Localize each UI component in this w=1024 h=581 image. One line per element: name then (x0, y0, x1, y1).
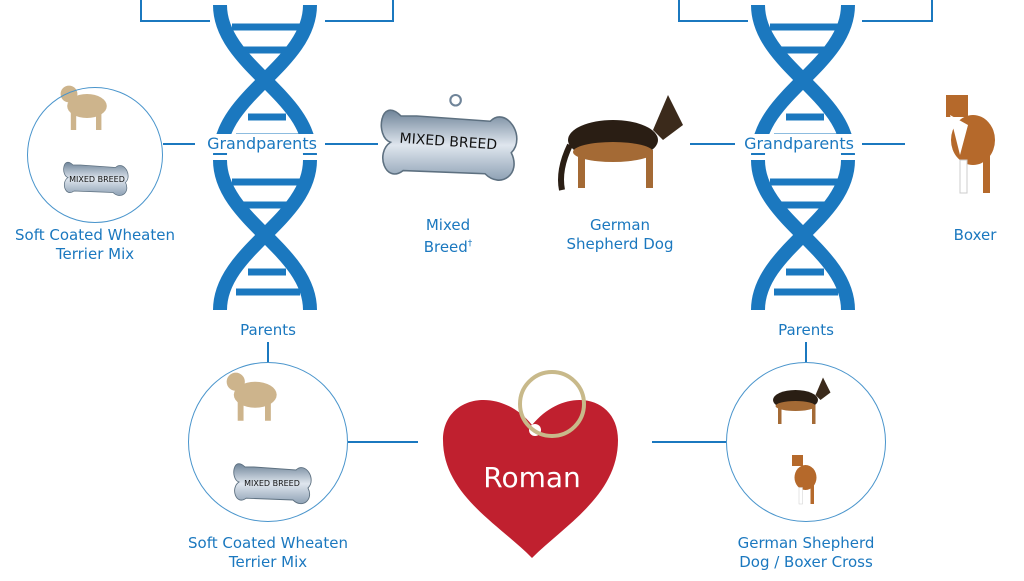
right-parents-label: Parents (778, 321, 834, 339)
dna-helix-right-icon (758, 5, 848, 310)
dna-helix-left-icon (220, 5, 310, 310)
svg-text:MIXED BREED: MIXED BREED (399, 131, 498, 154)
right-parent-circle (726, 362, 886, 522)
left-grandparents-label: Grandparents (203, 134, 321, 153)
mixed-breed-tag-icon (380, 93, 518, 181)
grandparent-a-circle (27, 87, 163, 223)
grandparent-boxer-label: Boxer (953, 226, 997, 244)
right-grandparents-label: Grandparents (740, 134, 858, 153)
heart-name-tag (443, 370, 618, 558)
left-parent-circle (188, 362, 348, 522)
puppy-name: Roman (483, 461, 581, 494)
left-parents-label: Parents (240, 321, 296, 339)
